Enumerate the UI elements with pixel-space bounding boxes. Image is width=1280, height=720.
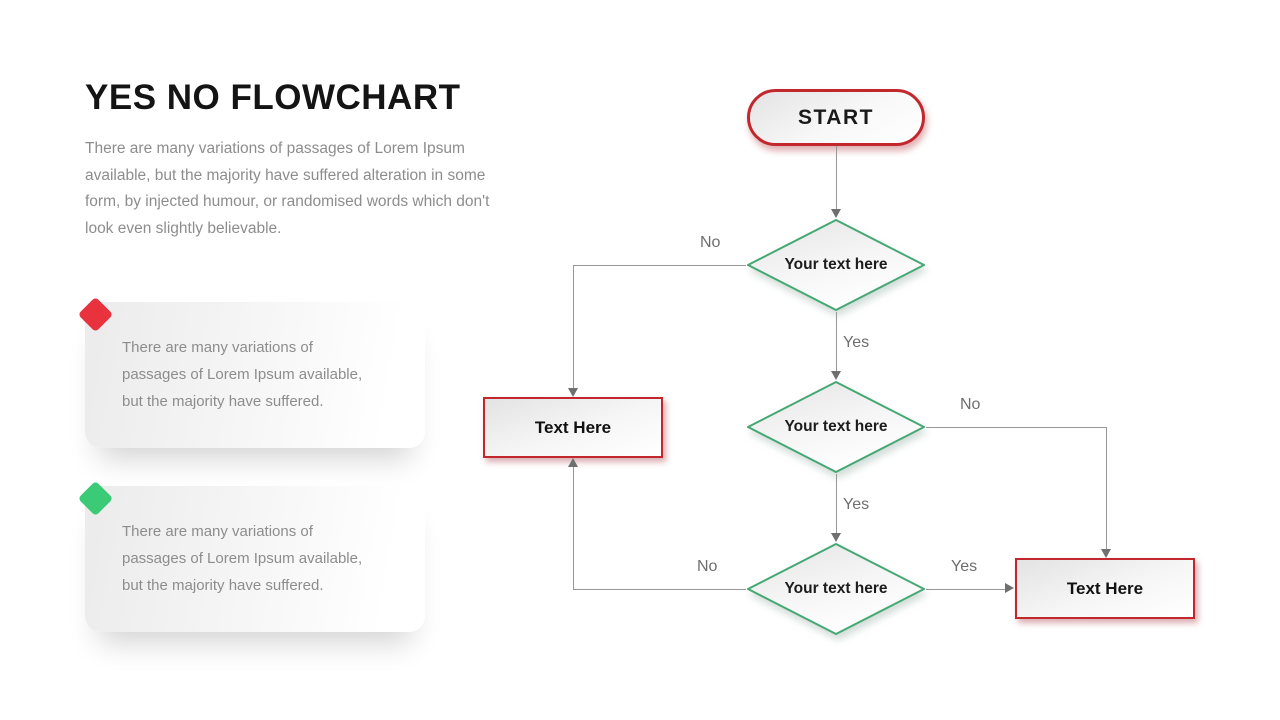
info-card-green: There are many variations of passages of… <box>77 480 425 632</box>
start-node: START <box>747 89 925 146</box>
connector-d1-no-h <box>573 265 746 266</box>
decision-node-1: Your text here <box>746 218 926 312</box>
arrow-down-icon <box>831 533 841 542</box>
info-card-text: There are many variations of passages of… <box>122 339 363 410</box>
connector-d1-no-v <box>573 265 574 388</box>
decision-node-2: Your text here <box>746 380 926 474</box>
connector-d3-no-v <box>573 467 574 589</box>
arrow-down-icon <box>831 371 841 380</box>
arrow-down-icon <box>1101 549 1111 558</box>
decision-node-3: Your text here <box>746 542 926 636</box>
connector-d2-no-h <box>926 427 1106 428</box>
process-box-right: Text Here <box>1015 558 1195 619</box>
decision-label: Your text here <box>784 418 888 435</box>
diamond-shape <box>747 219 925 311</box>
arrow-right-icon <box>1005 583 1014 593</box>
info-card-red: There are many variations of passages of… <box>77 296 425 448</box>
intro-paragraph: There are many variations of passages of… <box>85 140 490 237</box>
red-diamond-icon <box>77 296 114 333</box>
info-card-text: There are many variations of passages of… <box>122 523 363 594</box>
arrow-down-icon <box>568 388 578 397</box>
edge-label-yes: Yes <box>951 558 978 575</box>
arrow-down-icon <box>831 209 841 218</box>
connector-d3-no-h <box>573 589 746 590</box>
green-diamond-icon <box>77 480 114 517</box>
edge-label-yes: Yes <box>843 334 870 351</box>
decision-label: Your text here <box>784 256 888 273</box>
connector-d2-yes <box>836 474 837 533</box>
edge-label-yes: Yes <box>843 496 870 513</box>
diamond-shape <box>747 381 925 473</box>
edge-label-no: No <box>697 558 718 575</box>
arrow-up-icon <box>568 458 578 467</box>
decision-label: Your text here <box>784 580 888 597</box>
diamond-shape <box>747 543 925 635</box>
connector-d2-no-v <box>1106 427 1107 549</box>
connector-start-d1 <box>836 146 837 210</box>
connector-d3-yes <box>926 589 1006 590</box>
process-box-left: Text Here <box>483 397 663 458</box>
edge-label-no: No <box>700 234 721 251</box>
page-title: YES NO FLOWCHART <box>85 78 461 117</box>
connector-d1-yes <box>836 312 837 371</box>
edge-label-no: No <box>960 396 981 413</box>
